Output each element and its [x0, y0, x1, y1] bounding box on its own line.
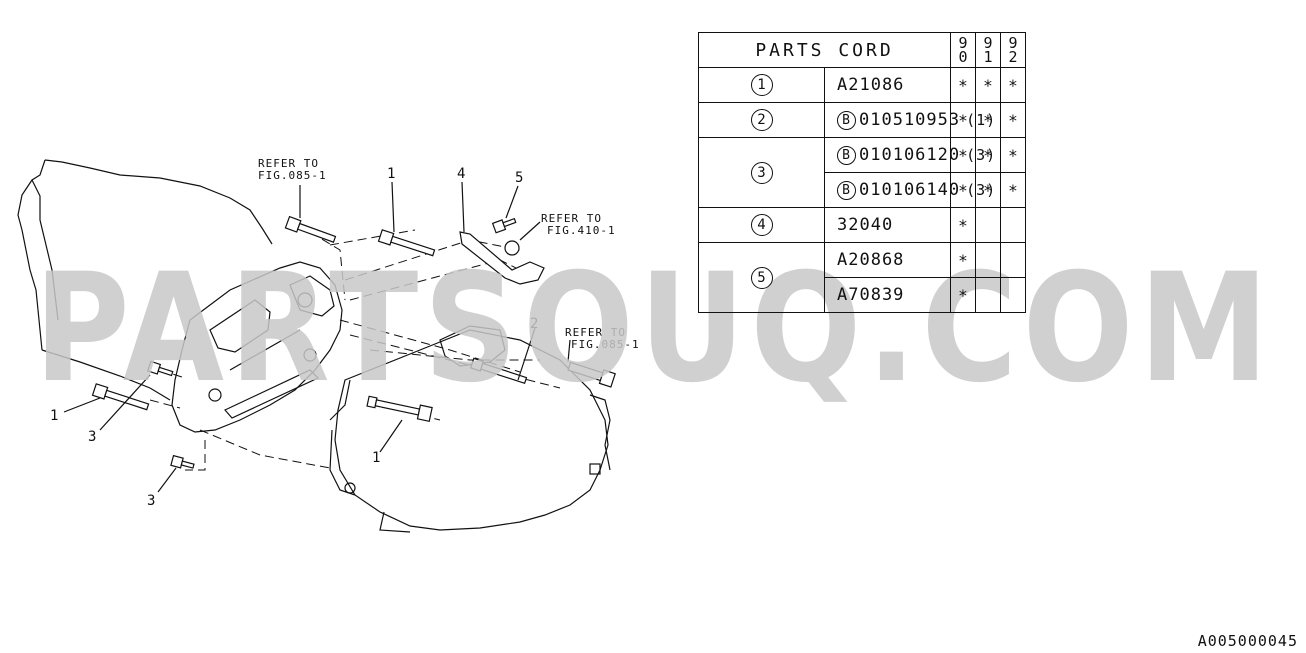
b-marker: B — [837, 111, 856, 130]
refer-to-410-line2: FIG.410-1 — [547, 224, 616, 237]
year-mark: * — [1000, 67, 1026, 103]
callout-3-bottom: 3 — [147, 493, 155, 509]
year-mark — [1000, 277, 1026, 313]
year-mark — [1000, 242, 1026, 278]
year-mark — [975, 242, 1001, 278]
watermark: PARTSOUQ.COM — [34, 242, 1274, 416]
leader-lines — [63, 181, 571, 493]
year-mark: * — [1000, 137, 1026, 173]
year-mark: * — [1000, 102, 1026, 138]
refer-to-085-top-line2: FIG.085-1 — [258, 169, 327, 182]
part-code[interactable]: A21086 — [824, 67, 951, 103]
year-mark: * — [1000, 172, 1026, 208]
year-mark: * — [950, 67, 976, 103]
table-row: A70839 * — [699, 277, 1026, 313]
ref-number: 4 — [750, 214, 773, 236]
b-marker: B — [837, 181, 856, 200]
year-mark: * — [950, 277, 976, 313]
part-code[interactable]: 32040 — [824, 207, 951, 243]
year-mark — [975, 277, 1001, 313]
callout-1-left: 1 — [50, 408, 58, 424]
refer-to-410-line1: REFER TO — [541, 212, 602, 225]
table-row: 1 A21086 * * * — [698, 67, 1026, 103]
year-mark: * — [975, 67, 1001, 103]
callout-labels: REFER TO FIG.085-1 REFER TO FIG.410-1 RE… — [50, 157, 640, 509]
transmission-case-outline — [17, 159, 611, 533]
year-mark: * — [950, 207, 976, 243]
diagram-id: A005000045 — [1197, 632, 1298, 650]
table-row: 5 A20868 * — [698, 242, 1026, 313]
refer-to-085-top-line1: REFER TO — [258, 157, 319, 170]
ref-number: 1 — [750, 74, 773, 96]
callout-5: 5 — [515, 170, 523, 186]
year-mark — [1000, 207, 1026, 243]
part-code[interactable]: A20868 — [824, 242, 951, 278]
year-mark: * — [950, 242, 976, 278]
refer-to-085-right-line2: FIG.085-1 — [571, 338, 640, 351]
part-code: 010106140 — [859, 180, 961, 200]
callout-1-bottom: 1 — [372, 450, 380, 466]
callout-4: 4 — [457, 166, 465, 182]
year-mark: * — [950, 137, 976, 173]
part-code[interactable]: A70839 — [824, 277, 951, 313]
year-mark — [975, 207, 1001, 243]
ref-number: 2 — [750, 109, 773, 131]
callout-2: 2 — [530, 316, 538, 332]
callout-3-mid: 3 — [88, 429, 96, 445]
refer-to-085-right-line1: REFER TO — [565, 326, 626, 339]
table-row: 4 32040 * — [698, 207, 1026, 243]
b-marker: B — [837, 146, 856, 165]
ref-number: 5 — [750, 266, 773, 289]
callout-1-top: 1 — [387, 166, 395, 182]
table-header-title: PARTS CORD — [698, 32, 951, 68]
part-code: 010510953 — [859, 110, 961, 130]
year-mark: * — [975, 172, 1001, 208]
ref-number: 3 — [750, 161, 773, 184]
bolts — [91, 215, 616, 469]
part-code: 010106120 — [859, 145, 961, 165]
